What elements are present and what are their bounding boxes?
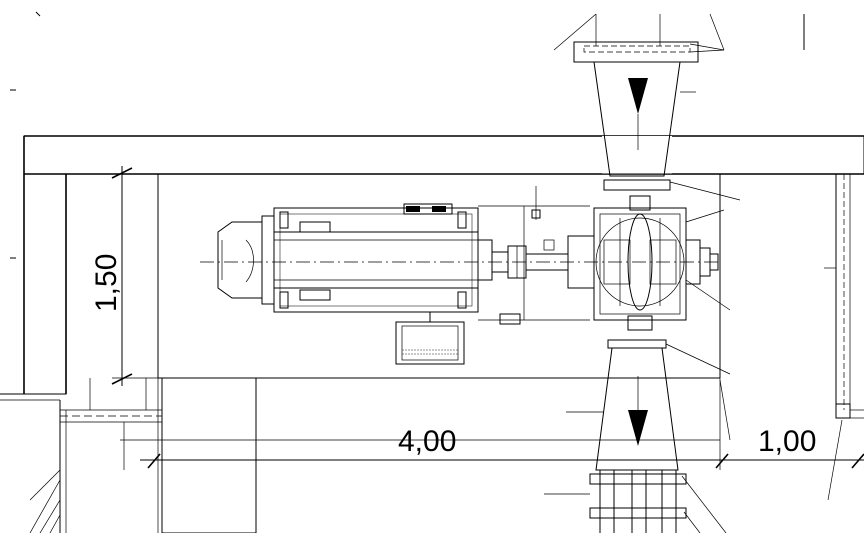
dim-length-main: 4,00 [398, 425, 456, 458]
inlet-pipe [553, 13, 805, 201]
right-wall [835, 174, 864, 419]
pump-pit [66, 173, 836, 379]
flow-arrow-top [628, 78, 648, 114]
misc-marks [10, 11, 836, 441]
top-wall [23, 135, 864, 175]
dimension-horizontal: 4,00 1,00 [140, 378, 864, 533]
dim-length-side: 1,00 [758, 425, 816, 458]
lower-left-pipes [29, 378, 720, 533]
coupling [200, 186, 720, 325]
hatched-block [161, 377, 257, 533]
outlet-pipe [544, 339, 731, 533]
dimension-vertical: 1,50 [90, 166, 160, 386]
flow-arrow-bottom [628, 410, 648, 446]
left-wall [0, 136, 67, 401]
pump [567, 195, 731, 331]
dim-pit-width: 1,50 [90, 254, 123, 312]
motor [217, 203, 493, 365]
